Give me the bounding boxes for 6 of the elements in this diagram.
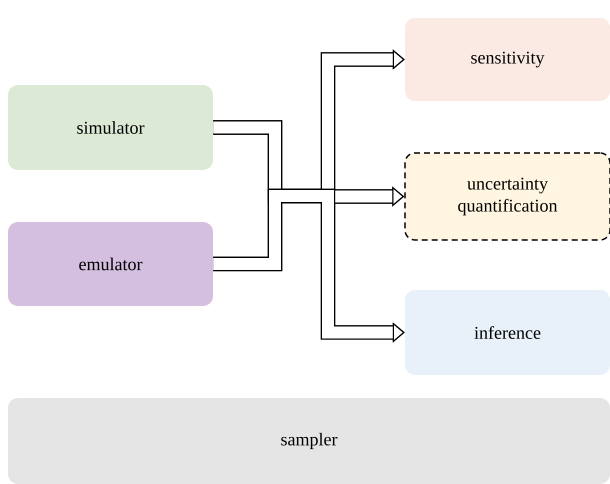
output-box: uncertainty quantification bbox=[404, 152, 610, 241]
process-box: emulator bbox=[8, 222, 213, 306]
output-box: sensitivity bbox=[405, 18, 610, 101]
output-box: inference bbox=[405, 290, 610, 375]
sampler-bar: sampler bbox=[8, 398, 610, 484]
process-box: simulator bbox=[8, 85, 213, 170]
